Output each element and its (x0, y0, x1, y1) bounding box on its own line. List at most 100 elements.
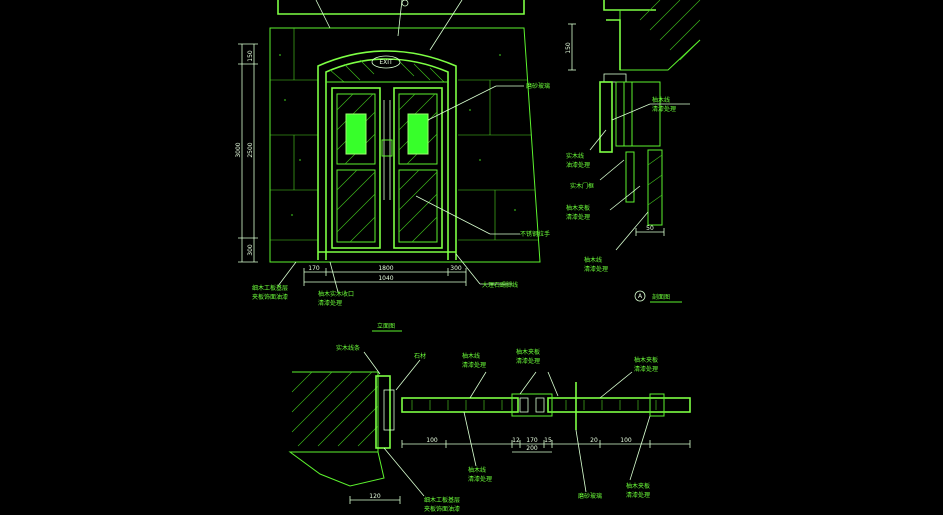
plan-dim-6: 20 (590, 437, 598, 444)
section-label-5a: 柚木线 (584, 256, 602, 264)
dim-bottom-mid: 1800 (378, 265, 393, 272)
plan-leaf-left (401, 397, 519, 413)
section-label-4b: 清漆处理 (566, 213, 590, 221)
label-steel-handle: 不锈钢拉手 (520, 230, 550, 238)
plan-dim-1: 100 (426, 437, 438, 444)
plan-dim-3: 170 (526, 437, 538, 444)
section-jamb (647, 149, 663, 226)
plan-leaf-right (547, 397, 691, 413)
dim-left-total: 3000 (235, 142, 242, 157)
section-leaf-lower (625, 151, 635, 203)
stone-specks (279, 54, 516, 216)
section-title: 剖面图 (652, 293, 670, 301)
section-dim-bottom: 50 (646, 225, 654, 232)
dim-left-bottom: 300 (247, 244, 254, 256)
plan-section: 100 12 170 15 200 20 100 120 实木线条 石材 柚木线… (288, 344, 691, 513)
label-stone: 大理石踢脚线 (482, 281, 518, 289)
exit-sign-text: EXIT (379, 59, 393, 66)
elevation-leaders (277, 0, 524, 293)
section-label-3: 实木门框 (570, 182, 594, 190)
label-frame-2: 清漆处理 (318, 299, 342, 307)
plan-dim-4: 15 (544, 437, 552, 444)
plan-dim-8: 120 (369, 493, 381, 500)
section-door-frame (615, 81, 661, 147)
plan-jamb (375, 375, 391, 449)
plan-label-top1: 实木线条 (336, 344, 360, 352)
plan-label-top2: 石材 (414, 352, 426, 360)
section-label-1b: 清漆处理 (652, 105, 676, 113)
plan-label-bot1a: 柚木线 (468, 466, 486, 474)
wall-outline (269, 27, 541, 263)
label-frame-1: 柚木实木收口 (318, 290, 354, 298)
section-label-2b: 油漆处理 (566, 161, 590, 169)
section-label-5b: 清漆处理 (584, 265, 608, 273)
arched-door-frame (317, 50, 457, 260)
plan-label-top3a: 柚木线 (462, 352, 480, 360)
inner-door-frame (325, 58, 449, 260)
plan-label-bot3: 磨砂玻璃 (578, 492, 602, 500)
glass-panel-left (345, 113, 367, 155)
section-marker (634, 290, 646, 302)
plan-leaf-ribs (411, 400, 657, 410)
plan-right-jamb (649, 393, 665, 417)
door-panel-left-lower (336, 169, 376, 243)
glass-panel-right (407, 113, 429, 155)
section-label-1a: 柚木线 (652, 96, 670, 104)
section-jamb-hatch (647, 154, 663, 206)
label-glass: 磨砂玻璃 (526, 82, 550, 90)
plan-label-top5b: 清漆处理 (634, 365, 658, 373)
plan-label-top3b: 清漆处理 (462, 361, 486, 369)
plan-label-bot2a: 细木工板基层 (424, 496, 460, 504)
stone-cladding-left (270, 28, 318, 241)
dim-left-upper: 2500 (247, 142, 254, 157)
section-dim-top: 150 (565, 42, 572, 54)
dim-left-top: 150 (247, 50, 254, 62)
plan-mullion-2 (535, 397, 545, 413)
plan-dim-2: 12 (512, 437, 520, 444)
door-leaf-right (393, 87, 443, 249)
elevation-dim-bottom (303, 268, 467, 286)
plan-label-top5a: 柚木夹板 (634, 356, 658, 364)
plan-center-mullion (511, 393, 553, 417)
dim-bottom-total: 1040 (378, 275, 393, 282)
plan-label-bot2b: 夹板饰面油漆 (424, 505, 460, 513)
section-slab-hatch (639, 0, 701, 61)
plan-label-top4a: 柚木夹板 (516, 348, 540, 356)
front-elevation: EXIT (235, 0, 550, 332)
section-dims (568, 23, 665, 236)
plan-label-bot4a: 柚木夹板 (626, 482, 650, 490)
section-a: 150 50 柚木线 清漆处理 实木线 油漆处理 实木门框 柚木夹板 清漆处理 … (565, 0, 701, 303)
section-lintel (606, 19, 621, 70)
door-panel-left-upper (336, 93, 376, 165)
door-leaf-left (331, 87, 381, 249)
plan-label-top4b: 清漆处理 (516, 357, 540, 365)
dim-bottom-right: 300 (450, 265, 462, 272)
dim-bottom-left: 170 (308, 265, 320, 272)
plan-dim-lines (349, 440, 691, 504)
wall-top-edge (277, 0, 525, 15)
plan-dim-5: 200 (526, 445, 538, 452)
section-head (603, 0, 656, 11)
section-label-2a: 实木线 (566, 152, 584, 160)
arch-hatch (329, 59, 445, 83)
plan-label-bot1b: 清漆处理 (468, 475, 492, 483)
section-leaders (589, 103, 690, 251)
door-lock (381, 139, 393, 157)
plan-mullion-1 (519, 397, 529, 413)
door-panel-right-lower (398, 169, 438, 243)
plan-leaders (363, 351, 651, 497)
plan-dim-7: 100 (620, 437, 632, 444)
section-marker-text: A (638, 293, 643, 300)
elevation-title: 立面图 (377, 322, 395, 330)
section-label-4a: 柚木夹板 (566, 204, 590, 212)
label-left-panel-1: 细木工板基层 (252, 284, 288, 292)
plan-wall (290, 371, 379, 453)
section-leaf (599, 81, 613, 153)
section-frame-head (603, 73, 627, 83)
stone-cladding-right (458, 79, 538, 241)
exit-sign (371, 55, 401, 69)
elevation-dim-left (238, 43, 258, 263)
plan-wall-foot (288, 451, 385, 487)
plan-label-bot4b: 清漆处理 (626, 491, 650, 499)
